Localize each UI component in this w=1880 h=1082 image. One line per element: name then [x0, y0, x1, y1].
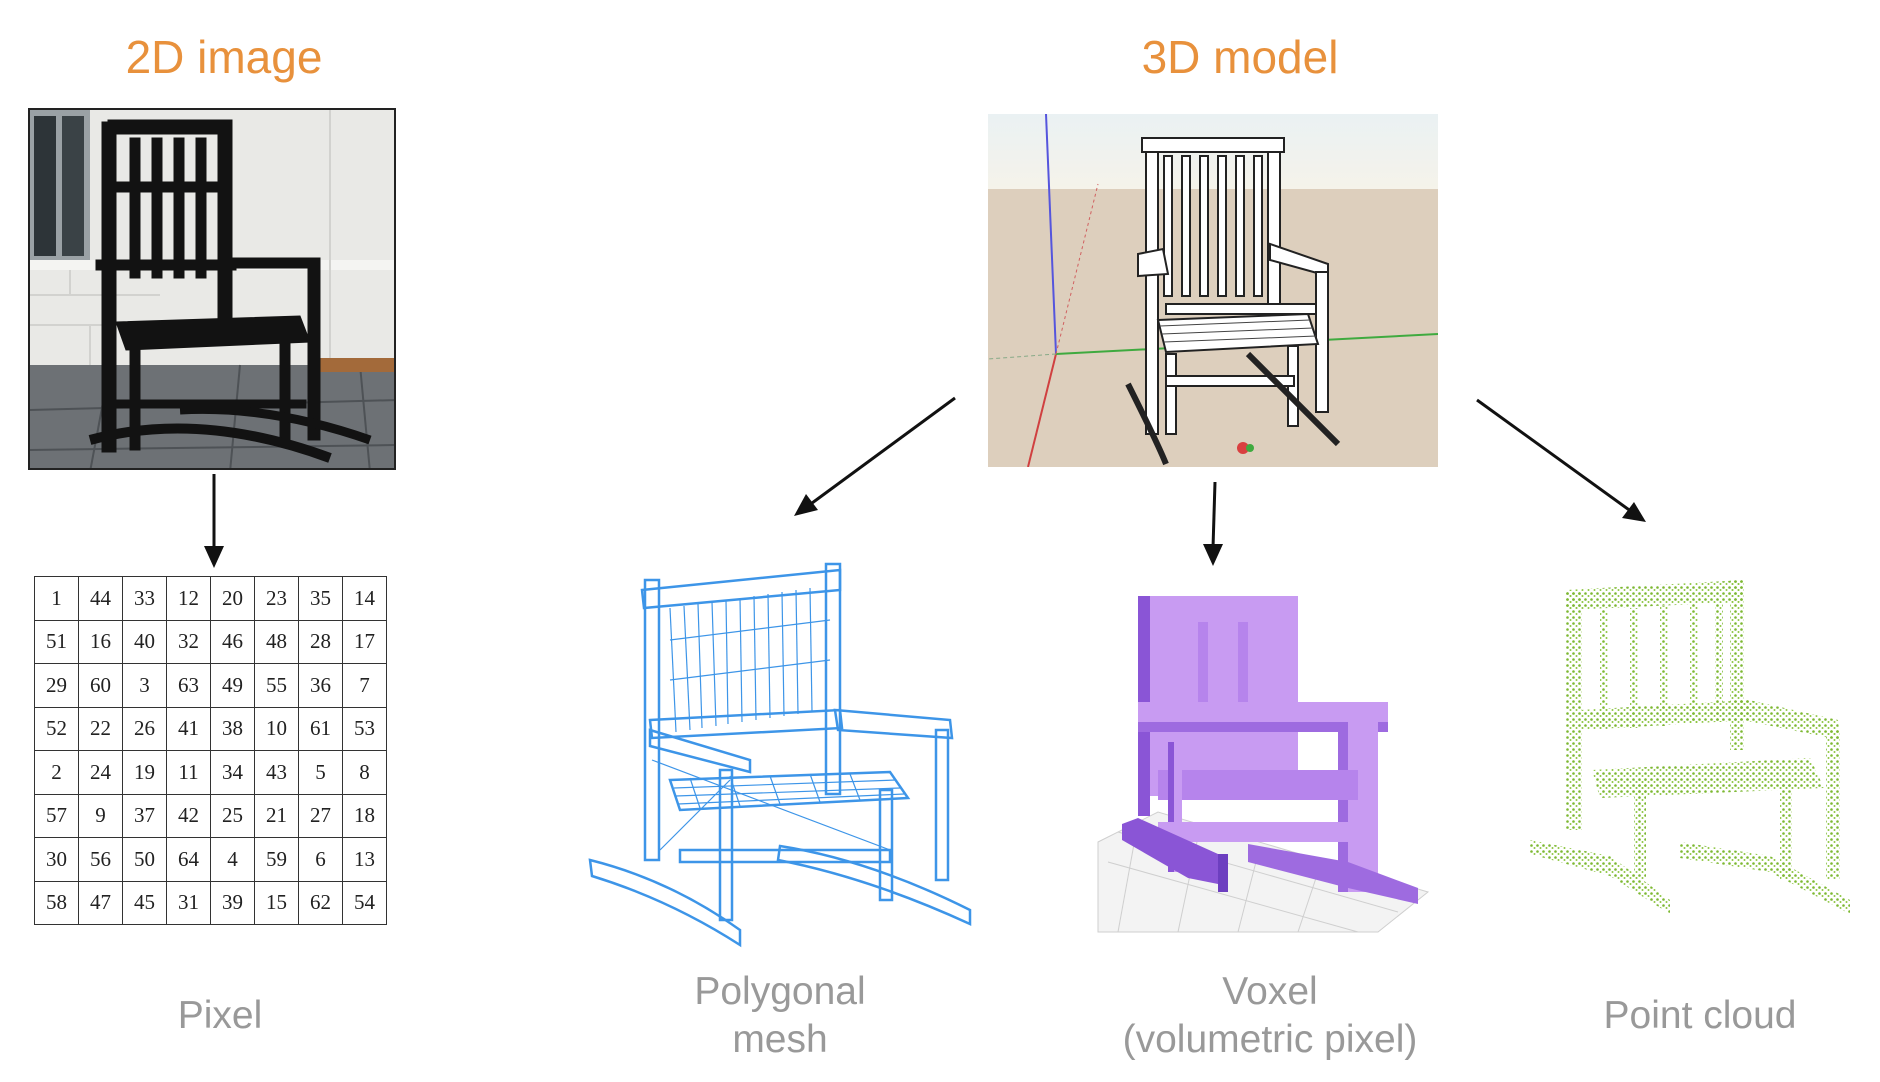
pixel-cell: 27	[298, 793, 343, 838]
pixel-cell: 46	[210, 619, 255, 664]
voxel-chair	[1097, 596, 1430, 933]
caption-mesh-line1: Polygonal	[694, 970, 866, 1013]
pixel-cell: 61	[298, 706, 343, 751]
pixel-cell: 45	[122, 880, 167, 925]
pixel-cell: 59	[254, 837, 299, 882]
pixel-cell: 28	[298, 619, 343, 664]
pixel-cell: 64	[166, 837, 211, 882]
pixel-cell: 39	[210, 880, 255, 925]
pixel-cell: 58	[34, 880, 79, 925]
pixel-cell: 35	[298, 576, 343, 621]
pixel-cell: 44	[78, 576, 123, 621]
model-3d-viewport	[988, 114, 1438, 467]
caption-voxel: Voxel (volumetric pixel)	[1090, 968, 1450, 1064]
pixel-cell: 50	[122, 837, 167, 882]
pixel-cell: 16	[78, 619, 123, 664]
pixel-cell: 56	[78, 837, 123, 882]
pixel-cell: 4	[210, 837, 255, 882]
pixel-cell: 7	[342, 663, 387, 708]
caption-voxel-line2: (volumetric pixel)	[1122, 1018, 1418, 1061]
pixel-cell: 38	[210, 706, 255, 751]
pixel-cell: 23	[254, 576, 299, 621]
pixel-cell: 3	[122, 663, 167, 708]
pixel-cell: 42	[166, 793, 211, 838]
pixel-cell: 31	[166, 880, 211, 925]
pixel-cell: 55	[254, 663, 299, 708]
pixel-cell: 2	[34, 750, 79, 795]
pixel-cell: 47	[78, 880, 123, 925]
pixel-cell: 14	[342, 576, 387, 621]
pixel-cell: 29	[34, 663, 79, 708]
pixel-cell: 8	[342, 750, 387, 795]
caption-mesh-line2: mesh	[732, 1018, 828, 1061]
pixel-cell: 26	[122, 706, 167, 751]
pixel-cell: 32	[166, 619, 211, 664]
pixel-cell: 57	[34, 793, 79, 838]
pixel-cell: 60	[78, 663, 123, 708]
pixel-cell: 11	[166, 750, 211, 795]
pixel-cell: 40	[122, 619, 167, 664]
heading-3d-model: 3D model	[1141, 31, 1339, 83]
pixel-cell: 17	[342, 619, 387, 664]
pixel-cell: 5	[298, 750, 343, 795]
pixel-cell: 41	[166, 706, 211, 751]
pixel-cell: 34	[210, 750, 255, 795]
pixel-cell: 1	[34, 576, 79, 621]
pixel-cell: 19	[122, 750, 167, 795]
point-cloud-chair	[1530, 580, 1850, 914]
pixel-cell: 54	[342, 880, 387, 925]
arrow-down-to-grid-icon	[204, 474, 224, 568]
caption-voxel-line1: Voxel	[1222, 970, 1318, 1013]
pixel-cell: 13	[342, 837, 387, 882]
pixel-cell: 25	[210, 793, 255, 838]
mesh-chair	[588, 562, 972, 948]
pixel-cell: 20	[210, 576, 255, 621]
pixel-cell: 43	[254, 750, 299, 795]
pixel-cell: 48	[254, 619, 299, 664]
pixel-cell: 6	[298, 837, 343, 882]
caption-mesh: Polygonal mesh	[640, 968, 920, 1064]
arrow-to-voxel-icon	[1203, 481, 1223, 566]
pixel-cell: 33	[122, 576, 167, 621]
pixel-cell: 22	[78, 706, 123, 751]
pixel-cell: 12	[166, 576, 211, 621]
pixel-cell: 30	[34, 837, 79, 882]
pixel-cell: 49	[210, 663, 255, 708]
chair-photo	[28, 108, 396, 470]
pixel-cell: 21	[254, 793, 299, 838]
pixel-cell: 63	[166, 663, 211, 708]
pixel-cell: 52	[34, 706, 79, 751]
pixel-cell: 18	[342, 793, 387, 838]
pixel-cell: 62	[298, 880, 343, 925]
arrow-to-point-cloud-icon	[1476, 398, 1646, 522]
pixel-cell: 36	[298, 663, 343, 708]
caption-pixel: Pixel	[177, 994, 263, 1037]
caption-point-cloud: Point cloud	[1603, 994, 1797, 1037]
pixel-cell: 51	[34, 619, 79, 664]
arrow-to-mesh-icon	[794, 396, 956, 516]
pixel-cell: 15	[254, 880, 299, 925]
pixel-cell: 10	[254, 706, 299, 751]
pixel-cell: 53	[342, 706, 387, 751]
pixel-cell: 9	[78, 793, 123, 838]
heading-2d-image: 2D image	[125, 31, 323, 83]
pixel-cell: 24	[78, 750, 123, 795]
pixel-cell: 37	[122, 793, 167, 838]
